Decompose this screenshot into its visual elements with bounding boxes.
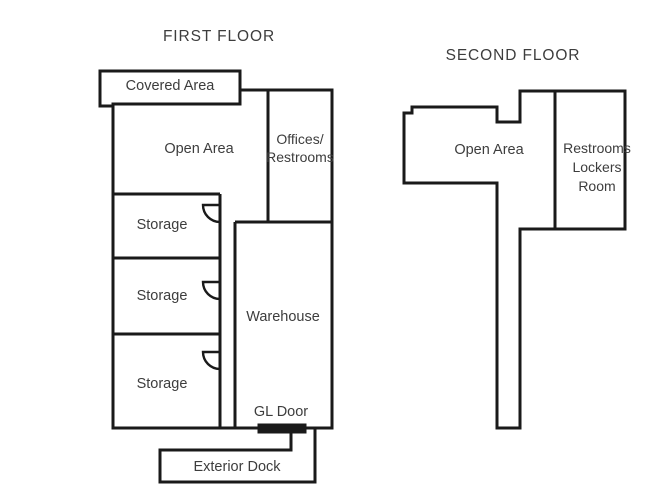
storage-3-label: Storage xyxy=(137,376,188,392)
exterior-dock-outline xyxy=(158,428,317,484)
warehouse-label: Warehouse xyxy=(246,309,320,325)
restrooms-label-line2: Lockers xyxy=(572,159,621,175)
first-floor-group: FIRST FLOOR Covered Area Open Area Offic… xyxy=(98,28,334,484)
restrooms-label-line3: Room xyxy=(578,178,615,194)
covered-area-label: Covered Area xyxy=(126,78,216,94)
open-area-2-label: Open Area xyxy=(454,142,524,158)
storage-3-door-swing-icon xyxy=(201,350,221,371)
gl-door-symbol xyxy=(257,423,307,434)
first-floor-title: FIRST FLOOR xyxy=(163,28,275,45)
open-area-label: Open Area xyxy=(164,141,234,157)
storage-1-door-swing-icon xyxy=(201,203,221,224)
offices-restrooms-label-line1: Offices/ xyxy=(276,131,323,147)
second-floor-title: SECOND FLOOR xyxy=(446,47,581,64)
exterior-dock-label: Exterior Dock xyxy=(193,459,281,475)
storage-2-label: Storage xyxy=(137,288,188,304)
restrooms-label-line1: Restrooms xyxy=(563,140,631,156)
gl-door-label: GL Door xyxy=(254,404,308,420)
storage-2-door-swing-icon xyxy=(201,280,221,301)
second-floor-group: SECOND FLOOR Open Area Restrooms Lockers… xyxy=(402,47,631,430)
storage-1-label: Storage xyxy=(137,217,188,233)
second-floor-building-outline xyxy=(402,89,627,430)
first-floor-building-outline xyxy=(111,88,334,430)
offices-restrooms-label-line2: Restrooms xyxy=(266,149,334,165)
